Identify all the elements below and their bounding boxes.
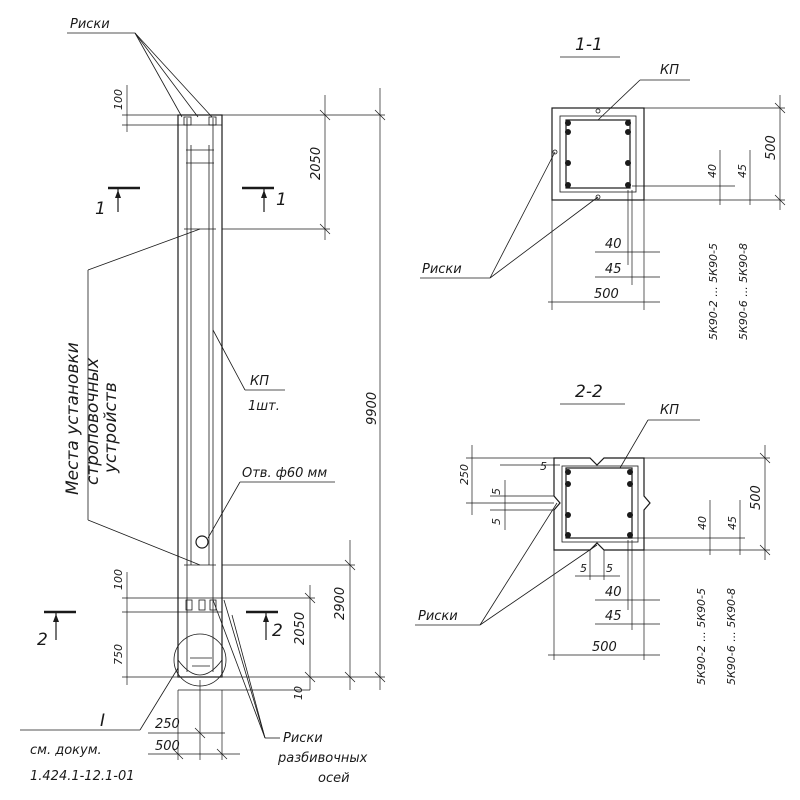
section1-outline [551, 107, 645, 201]
mounting-label-3: устройств [101, 382, 121, 474]
s1-dim-40-right: 40 [706, 164, 719, 178]
mounting-label-2: строповочных [83, 357, 103, 485]
node-mark: I [100, 711, 105, 731]
column-elevation [173, 114, 227, 691]
riski-bottom-label-3: осей [318, 771, 350, 786]
section2-rebar-cage [565, 467, 633, 539]
riski-section1-label: Риски [422, 262, 462, 277]
dim-100-bottom: 100 [112, 569, 125, 590]
s2-dim-250: 250 [458, 464, 471, 485]
s2-type-1: 5К90-2 ... 5К90-5 [695, 588, 708, 685]
s2-dim-500-right: 500 [749, 485, 764, 510]
cut-marker-1 [108, 186, 274, 212]
s1-type-2: 5К90-6 ... 5К90-8 [737, 243, 750, 340]
s2-dim-500-bottom: 500 [592, 640, 617, 655]
mounting-leader [87, 228, 201, 566]
s2-dim-5-top: 5 [540, 460, 547, 473]
hole-label: Отв. ф60 мм [242, 466, 327, 481]
s1-dim-45-bottom: 45 [605, 262, 622, 277]
cut1-right-label: 1 [276, 190, 287, 210]
dim-2900: 2900 [333, 587, 348, 620]
dim-2050-top: 2050 [309, 147, 324, 180]
s2-dim-40-bottom: 40 [605, 585, 622, 600]
mounting-label-group: Места установки строповочных устройств [63, 342, 121, 495]
s2-dim-45-right: 45 [726, 516, 739, 530]
cut-marker-2 [44, 610, 278, 640]
s2-dim-5-a: 5 [490, 488, 503, 495]
s2-dim-40-right: 40 [696, 516, 709, 530]
cut2-right-label: 2 [272, 621, 283, 641]
cut2-left-label: 2 [37, 630, 48, 650]
dim-10: 10 [292, 686, 305, 700]
doc-ref-1: см. докум. [30, 743, 102, 758]
s2-dim-5-b: 5 [490, 518, 503, 525]
dim-100-top: 100 [112, 89, 125, 110]
column-outline [177, 114, 223, 678]
riski-bottom-label-1: Риски [283, 731, 323, 746]
s2-dim-45-bottom: 45 [605, 609, 622, 624]
section2-title: 2-2 [575, 382, 603, 402]
node-circle [173, 633, 227, 687]
riski-top-leader [67, 32, 213, 118]
riski-top-label: Риски [70, 17, 110, 32]
section-1-1: 1-1 КП 500 40 45 40 45 [420, 35, 786, 340]
kp-column-qty: 1шт. [248, 399, 280, 414]
s2-dim-5-bottom-1: 5 [580, 562, 587, 575]
doc-ref-2: 1.424.1-12.1-01 [30, 769, 135, 784]
section1-title: 1-1 [575, 35, 603, 55]
s1-dim-40-bottom: 40 [605, 237, 622, 252]
dim-2050-bottom: 2050 [293, 612, 308, 645]
kp-section1-label: КП [660, 63, 679, 78]
dim-9900: 9900 [365, 392, 380, 425]
section1-rebar-cage [565, 119, 631, 189]
s2-dim-5-bottom-2: 5 [606, 562, 613, 575]
section-2-2: 2-2 КП 500 40 45 250 5 5 5 [415, 382, 771, 685]
kp-column-label: КП [250, 374, 269, 389]
dim-250: 250 [155, 717, 180, 732]
riski-bottom-leader [212, 599, 280, 739]
riski-section2-label: Риски [418, 609, 458, 624]
column-dimensions-right [222, 88, 386, 691]
dim-500-col: 500 [155, 739, 180, 754]
kp-section2-label: КП [660, 403, 679, 418]
riski-bottom-label-2: разбивочных [277, 751, 368, 766]
mounting-label-1: Места установки [63, 342, 83, 495]
column-dimensions-bottom [148, 680, 240, 760]
s1-type-1: 5К90-2 ... 5К90-5 [707, 243, 720, 340]
dim-750: 750 [112, 644, 125, 665]
s1-dim-500-bottom: 500 [594, 287, 619, 302]
column-dimensions-left [122, 85, 178, 685]
s1-dim-45-right: 45 [736, 164, 749, 178]
hole-circle [195, 535, 209, 549]
cut1-left-label: 1 [95, 199, 106, 219]
s2-type-2: 5К90-6 ... 5К90-8 [725, 588, 738, 685]
s1-dim-500-right: 500 [764, 135, 779, 160]
